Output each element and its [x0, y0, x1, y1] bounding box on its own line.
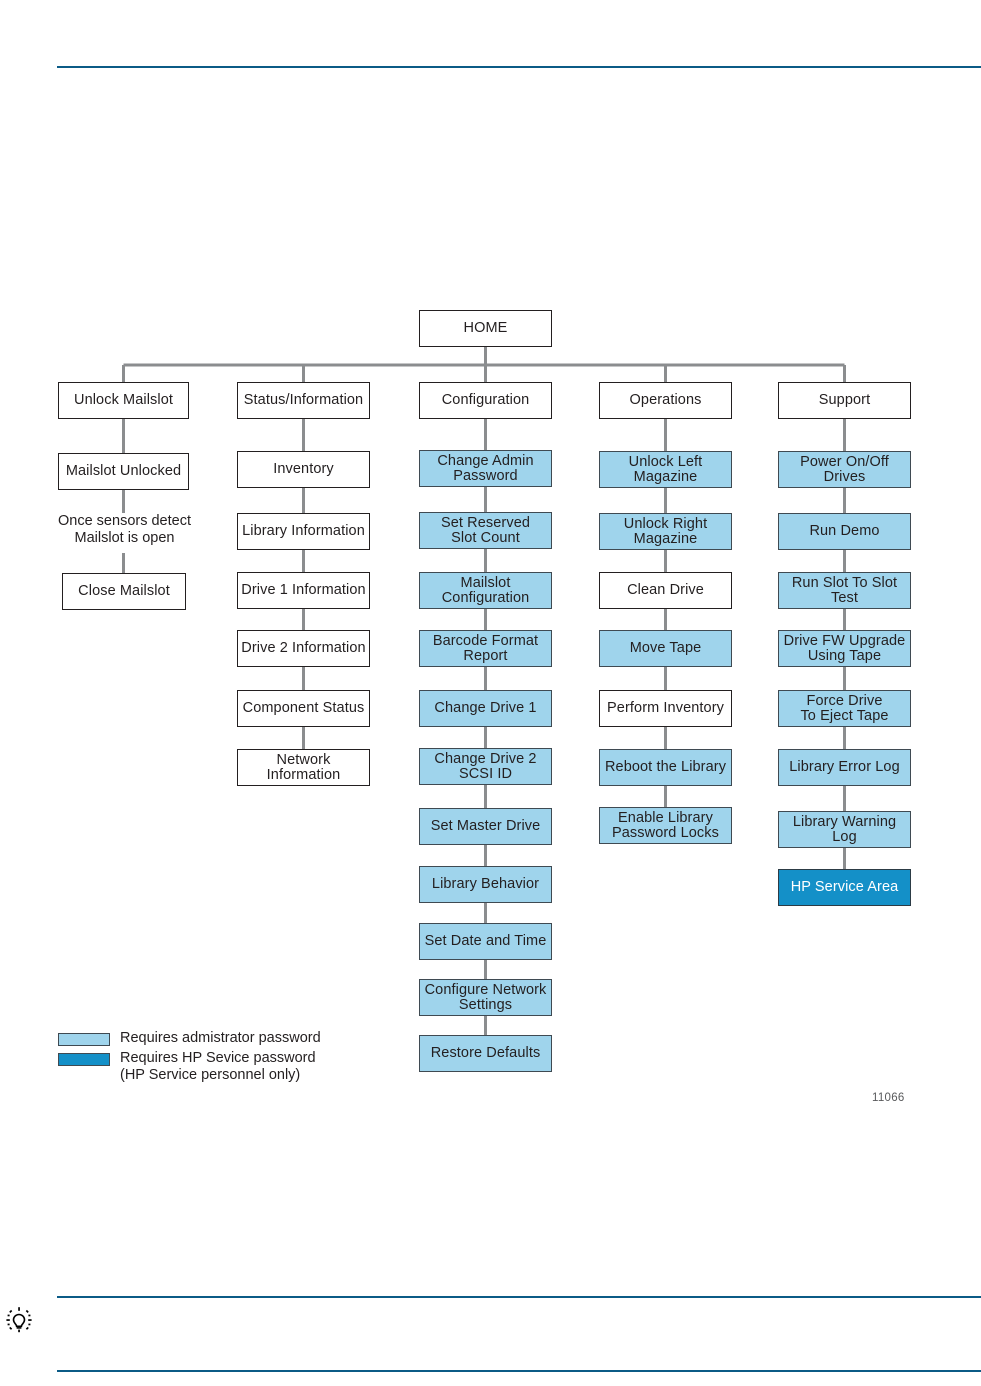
node-configuration[interactable]: Configuration	[419, 382, 552, 419]
node-drive-fw-upgrade-using-tape[interactable]: Drive FW Upgrade Using Tape	[778, 630, 911, 667]
node-run-slot-to-slot-test[interactable]: Run Slot To Slot Test	[778, 572, 911, 609]
node-home[interactable]: HOME	[419, 310, 552, 347]
node-drive-1-information[interactable]: Drive 1 Information	[237, 572, 370, 609]
node-power-on-off-drives[interactable]: Power On/Off Drives	[778, 451, 911, 488]
node-set-master-drive[interactable]: Set Master Drive	[419, 808, 552, 845]
node-change-drive-2-scsi-id[interactable]: Change Drive 2 SCSI ID	[419, 748, 552, 785]
legend-swatch-admin	[58, 1033, 110, 1046]
legend-label: Requires HP Sevice password (HP Service …	[120, 1050, 316, 1083]
page-footer-rule-bottom	[57, 1370, 981, 1372]
node-unlock-right-magazine[interactable]: Unlock Right Magazine	[599, 513, 732, 550]
node-mailslot-configuration[interactable]: Mailslot Configuration	[419, 572, 552, 609]
node-run-demo[interactable]: Run Demo	[778, 513, 911, 550]
node-status-information[interactable]: Status/Information	[237, 382, 370, 419]
node-close-mailslot[interactable]: Close Mailslot	[62, 573, 186, 610]
node-unlock-mailslot[interactable]: Unlock Mailslot	[58, 382, 189, 419]
figure-id: 11066	[872, 1092, 905, 1104]
legend-item-admin: Requires admistrator password	[58, 1030, 321, 1047]
lightbulb-tip-icon	[6, 1307, 32, 1333]
node-library-warning-log[interactable]: Library Warning Log	[778, 811, 911, 848]
node-operations[interactable]: Operations	[599, 382, 732, 419]
node-component-status[interactable]: Component Status	[237, 690, 370, 727]
legend-item-service: Requires HP Sevice password (HP Service …	[58, 1050, 321, 1084]
node-reboot-the-library[interactable]: Reboot the Library	[599, 749, 732, 786]
legend-swatch-service	[58, 1053, 110, 1066]
legend-label: Requires admistrator password	[120, 1030, 321, 1046]
node-mailslot-unlocked[interactable]: Mailslot Unlocked	[58, 453, 189, 490]
node-set-date-and-time[interactable]: Set Date and Time	[419, 923, 552, 960]
node-configure-network-settings[interactable]: Configure Network Settings	[419, 979, 552, 1016]
node-library-information[interactable]: Library Information	[237, 513, 370, 550]
node-library-error-log[interactable]: Library Error Log	[778, 749, 911, 786]
node-clean-drive[interactable]: Clean Drive	[599, 572, 732, 609]
connector-lines	[122, 347, 846, 1035]
node-barcode-format-report[interactable]: Barcode Format Report	[419, 630, 552, 667]
node-inventory[interactable]: Inventory	[237, 451, 370, 488]
node-change-admin-password[interactable]: Change Admin Password	[419, 450, 552, 487]
page-header-rule	[57, 66, 981, 68]
node-force-drive-to-eject-tape[interactable]: Force Drive To Eject Tape	[778, 690, 911, 727]
node-support[interactable]: Support	[778, 382, 911, 419]
node-restore-defaults[interactable]: Restore Defaults	[419, 1035, 552, 1072]
node-change-drive-1[interactable]: Change Drive 1	[419, 690, 552, 727]
node-unlock-left-magazine[interactable]: Unlock Left Magazine	[599, 451, 732, 488]
node-set-reserved-slot-count[interactable]: Set Reserved Slot Count	[419, 512, 552, 549]
node-move-tape[interactable]: Move Tape	[599, 630, 732, 667]
annotation-once-sensors-detect-mailslot-is-open: Once sensors detect Mailslot is open	[47, 513, 202, 547]
node-hp-service-area[interactable]: HP Service Area	[778, 869, 911, 906]
node-network-information[interactable]: Network Information	[237, 749, 370, 786]
page-footer-rule-top	[57, 1296, 981, 1298]
node-drive-2-information[interactable]: Drive 2 Information	[237, 630, 370, 667]
node-enable-library-password-locks[interactable]: Enable Library Password Locks	[599, 807, 732, 844]
node-library-behavior[interactable]: Library Behavior	[419, 866, 552, 903]
node-perform-inventory[interactable]: Perform Inventory	[599, 690, 732, 727]
